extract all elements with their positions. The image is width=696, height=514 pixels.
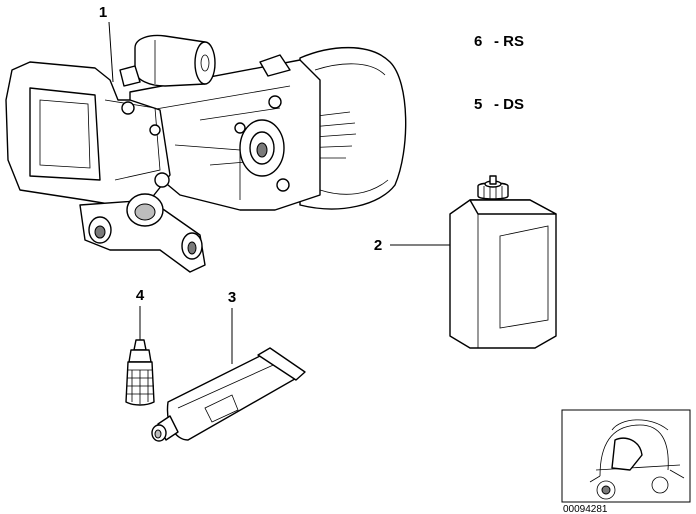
leader-line-1 xyxy=(108,21,114,83)
vehicle-thumbnail xyxy=(561,409,691,503)
engine-assembly-drawing xyxy=(5,34,407,273)
legend-ds-label: - DS xyxy=(494,96,524,113)
threadlock-bottle-drawing xyxy=(125,339,155,406)
legend-rs-number: 6 xyxy=(474,33,482,50)
callout-1: 1 xyxy=(99,4,107,21)
oil-bottle-drawing xyxy=(449,175,557,349)
document-number: 00094281 xyxy=(563,504,608,514)
legend-ds-number: 5 xyxy=(474,96,482,113)
callout-2: 2 xyxy=(374,237,382,254)
legend-rs-label: - RS xyxy=(494,33,524,50)
sealant-tube-drawing xyxy=(151,347,306,442)
callout-3: 3 xyxy=(228,289,236,306)
callout-4: 4 xyxy=(136,287,145,304)
